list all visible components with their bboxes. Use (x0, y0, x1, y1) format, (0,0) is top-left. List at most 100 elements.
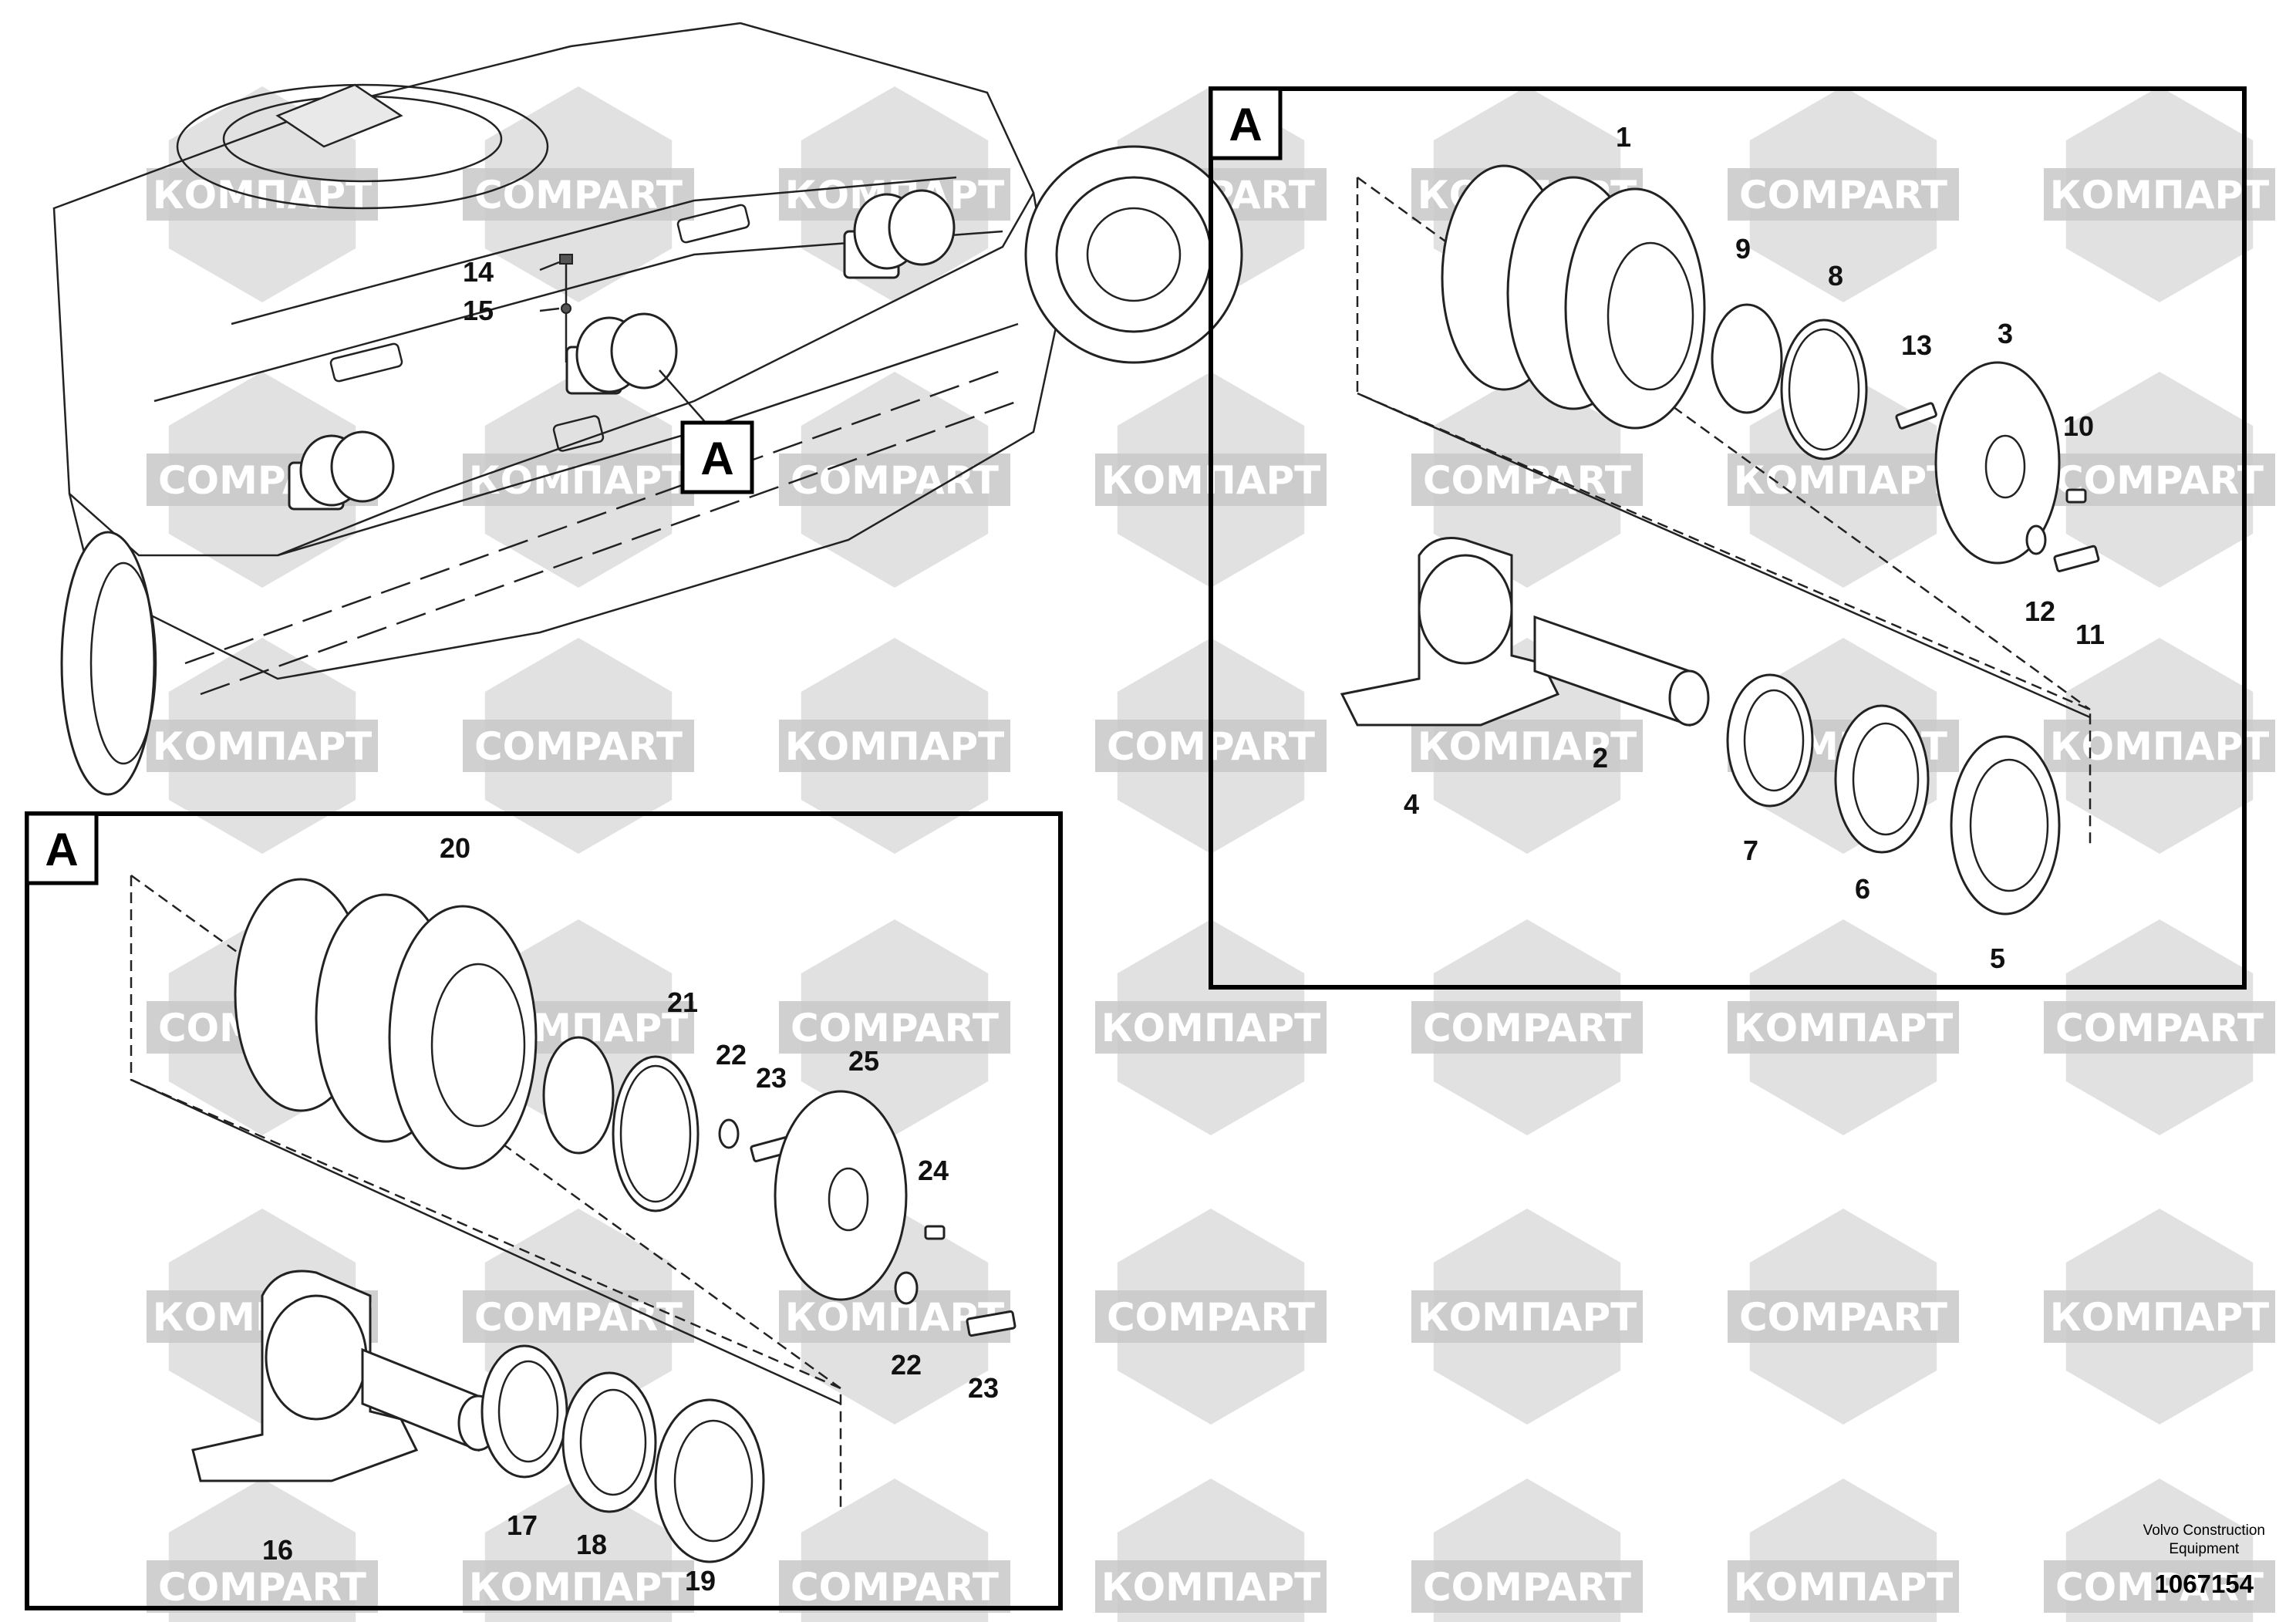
carrier-roller-center (565, 312, 678, 395)
watermark-latin: COMPART (463, 86, 694, 302)
callout-19: 19 (685, 1565, 716, 1597)
callout-10: 10 (2063, 410, 2094, 442)
overview-view-tag: A (700, 433, 733, 484)
callout-9: 9 (1735, 233, 1751, 265)
callout-23-upper: 23 (756, 1062, 787, 1094)
watermark-cyrillic: КОМПАРТ (1095, 1479, 1327, 1622)
watermark-latin: COMPART (1728, 1209, 1959, 1425)
callout-13: 13 (1901, 329, 1932, 361)
watermark-text: КОМПАРТ (469, 1565, 688, 1610)
watermark-latin: COMPART (1411, 919, 1643, 1135)
brand-line-1: Volvo Construction (2143, 1523, 2265, 1539)
watermark-text: КОМПАРТ (785, 1295, 1004, 1340)
watermark-cyrillic: КОМПАРТ (1728, 919, 1959, 1135)
carrier-roller-right (843, 189, 956, 279)
callout-22-lower: 22 (891, 1349, 922, 1381)
watermark-cyrillic: КОМПАРТ (2044, 1209, 2275, 1425)
watermark-text: COMPART (474, 1295, 683, 1340)
carrier-roller-left (288, 430, 395, 511)
callout-12: 12 (2025, 595, 2055, 627)
watermark-text: COMPART (2055, 458, 2264, 503)
document-number: 1067154 (2154, 1570, 2254, 1598)
watermark-text: COMPART (1423, 1006, 1631, 1050)
undercarriage-overview: A 14 15 (52, 22, 1243, 796)
watermark-cyrillic: КОМПАРТ (147, 86, 378, 302)
callout-1: 1 (1616, 121, 1631, 153)
watermark-cyrillic: КОМПАРТ (2044, 86, 2275, 302)
callout-2: 2 (1593, 742, 1608, 774)
watermark-text: COMPART (791, 458, 999, 503)
watermark-latin: COMPART (1411, 372, 1643, 588)
watermark-text: COMPART (474, 173, 683, 218)
watermark-cyrillic: КОМПАРТ (2044, 638, 2275, 854)
detail-panel-bottom: A 20 21 (25, 811, 1063, 1610)
callout-16: 16 (262, 1534, 293, 1566)
brand-line-2: Equipment (2169, 1541, 2240, 1557)
watermark-cyrillic: КОМПАРТ (1095, 919, 1327, 1135)
watermark-text: COMPART (2055, 1006, 2264, 1050)
watermark-latin: COMPART (779, 372, 1010, 588)
callout-3: 3 (1998, 318, 2013, 349)
watermark-text: КОМПАРТ (2050, 173, 2269, 218)
watermark-text: COMPART (1107, 1295, 1315, 1340)
footer: Volvo Construction Equipment 1067154 (2143, 1522, 2265, 1599)
watermark-cyrillic: КОМПАРТ (147, 638, 378, 854)
watermark-latin: COMPART (147, 1479, 378, 1622)
callout-11: 11 (2075, 619, 2105, 650)
watermark-text: КОМПАРТ (1101, 1565, 1320, 1610)
watermark-cyrillic: КОМПАРТ (1728, 372, 1959, 588)
callout-5: 5 (1990, 943, 2005, 974)
watermark-latin: COMPART (2044, 919, 2275, 1135)
watermark-cyrillic: КОМПАРТ (1411, 1209, 1643, 1425)
watermark-latin: COMPART (463, 638, 694, 854)
watermark-text: COMPART (791, 1565, 999, 1610)
watermark-text: COMPART (1739, 1295, 1947, 1340)
callout-7: 7 (1743, 835, 1758, 866)
bottom-view-tag: A (45, 824, 78, 875)
watermark-latin: COMPART (2044, 1479, 2275, 1622)
callout-25: 25 (848, 1045, 879, 1077)
callout-18: 18 (576, 1529, 607, 1560)
watermark-text: COMPART (1739, 173, 1947, 218)
callout-23-lower: 23 (968, 1372, 999, 1404)
callout-6: 6 (1855, 873, 1870, 905)
watermark-cyrillic: КОМПАРТ (463, 1479, 694, 1622)
watermark-text: КОМПАРТ (1734, 1006, 1953, 1050)
callout-14: 14 (463, 256, 494, 288)
callout-21: 21 (667, 986, 698, 1018)
watermark-text: КОМПАРТ (2050, 724, 2269, 769)
callout-15: 15 (463, 295, 494, 326)
watermark-latin: COMPART (779, 1479, 1010, 1622)
watermark-text: COMPART (2055, 1565, 2264, 1610)
watermark-latin: COMPART (779, 919, 1010, 1135)
watermark-text: COMPART (1423, 458, 1631, 503)
callout-17: 17 (507, 1509, 538, 1541)
top-view-tag: A (1229, 99, 1262, 150)
detail-panel-top: A 1 2 (1209, 86, 2247, 990)
watermark-cyrillic: КОМПАРТ (463, 372, 694, 588)
watermark-latin: COMPART (1095, 1209, 1327, 1425)
watermark-text: КОМПАРТ (785, 724, 1004, 769)
overview-view-tag-box (680, 420, 754, 494)
watermark-text: COMPART (1423, 1565, 1631, 1610)
watermark-text: КОМПАРТ (1734, 458, 1953, 503)
watermark-latin: COMPART (1411, 1479, 1643, 1622)
watermark-text: КОМПАРТ (1418, 1295, 1637, 1340)
watermark-text: КОМПАРТ (469, 458, 688, 503)
watermark-text: КОМПАРТ (2050, 1295, 2269, 1340)
watermark-latin: COMPART (1728, 86, 1959, 302)
watermark-cyrillic: КОМПАРТ (779, 638, 1010, 854)
callout-8: 8 (1828, 260, 1843, 292)
watermark-text: COMPART (791, 1006, 999, 1050)
watermark-text: КОМПАРТ (1101, 1006, 1320, 1050)
callout-20: 20 (440, 832, 470, 864)
watermark-text: КОМПАРТ (153, 724, 372, 769)
callout-24: 24 (918, 1155, 949, 1186)
watermark-text: COMPART (474, 724, 683, 769)
watermark-cyrillic: КОМПАРТ (1728, 1479, 1959, 1622)
watermark-text: COMPART (158, 1565, 366, 1610)
watermark-text: КОМПАРТ (153, 173, 372, 218)
callout-22-upper: 22 (716, 1039, 747, 1071)
watermark-text: КОМПАРТ (1418, 724, 1637, 769)
